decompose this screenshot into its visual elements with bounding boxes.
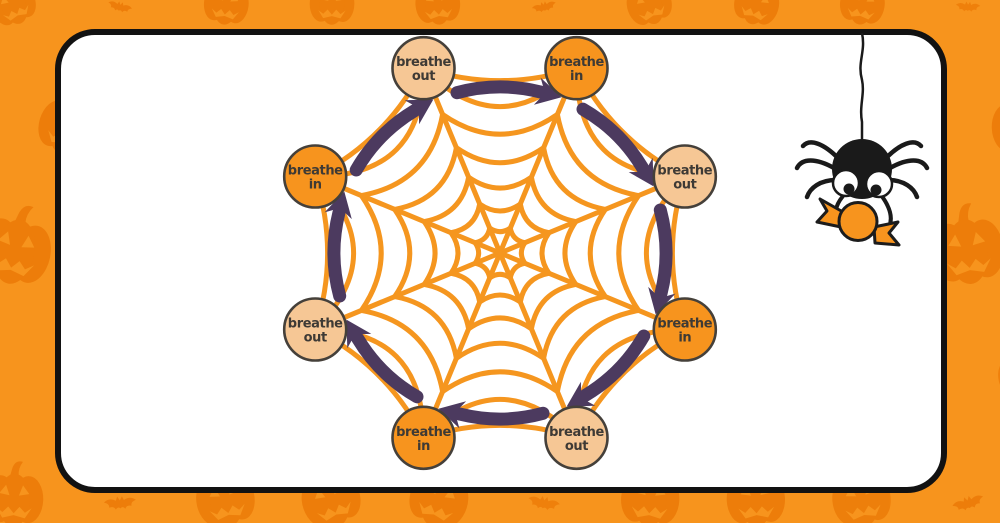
node-circle <box>544 35 609 101</box>
spider-thread <box>859 32 865 142</box>
node-label-line1: breathe <box>288 164 343 179</box>
node-label-line2: in <box>678 331 691 346</box>
node-circle <box>282 297 348 362</box>
cycle-arrow <box>453 406 550 426</box>
spider-web-graphic <box>312 65 688 441</box>
node-label-line1: breathe <box>657 164 712 179</box>
cycle-arrow <box>327 206 347 303</box>
cycle-arrow <box>653 203 673 300</box>
node-label-line2: out <box>412 69 435 84</box>
cycle-arrowhead <box>566 381 596 407</box>
node-breathe-in-left-upper: breathe in <box>282 144 348 209</box>
breathing-cycle-arrows <box>324 77 676 429</box>
node-label-line1: breathe <box>288 317 343 332</box>
node-circle <box>652 297 718 362</box>
node-circle <box>544 405 609 471</box>
node-label-line1: breathe <box>396 55 451 70</box>
cycle-arrow <box>351 332 424 404</box>
cycle-arrow <box>576 102 649 174</box>
node-label-line2: out <box>565 439 588 454</box>
node-label-line2: in <box>570 69 583 84</box>
spider-icon <box>794 32 930 247</box>
node-breathe-in-bottom-left: breathe in <box>391 405 456 471</box>
node-label-line1: breathe <box>396 425 451 440</box>
cycle-arrowhead <box>628 157 654 187</box>
node-label-line2: out <box>673 178 696 193</box>
node-circle <box>391 35 456 101</box>
candy-icon <box>815 197 901 247</box>
node-circle <box>282 144 348 209</box>
node-breathe-in-right-lower: breathe in <box>652 297 718 362</box>
node-label-line2: out <box>304 331 327 346</box>
cycle-arrow <box>450 80 547 100</box>
cycle-arrowhead <box>324 191 352 220</box>
cycle-arrowhead <box>438 401 467 429</box>
cycle-arrowhead <box>648 286 676 315</box>
node-label-line1: breathe <box>549 55 604 70</box>
node-breathe-out-top-left: breathe out <box>391 35 456 101</box>
cycle-arrowhead <box>346 319 372 349</box>
cycle-arrow <box>349 104 421 177</box>
node-breathe-out-bottom-right: breathe out <box>544 405 609 471</box>
spider-eyes <box>831 168 894 199</box>
node-breathe-out-right-upper: breathe out <box>652 144 718 209</box>
cycle-arrow <box>579 329 651 402</box>
node-circle <box>391 405 456 471</box>
cycle-arrowhead <box>533 77 562 105</box>
node-label-line1: breathe <box>657 317 712 332</box>
breathing-nodes: breathe out breathe in breathe out breat… <box>282 35 718 471</box>
node-label-line2: in <box>417 439 430 454</box>
cycle-arrowhead <box>404 99 434 125</box>
node-breathe-out-left-lower: breathe out <box>282 297 348 362</box>
node-circle <box>652 144 718 209</box>
node-label-line1: breathe <box>549 425 604 440</box>
node-label-line2: in <box>309 178 322 193</box>
node-breathe-in-top-right: breathe in <box>544 35 609 101</box>
